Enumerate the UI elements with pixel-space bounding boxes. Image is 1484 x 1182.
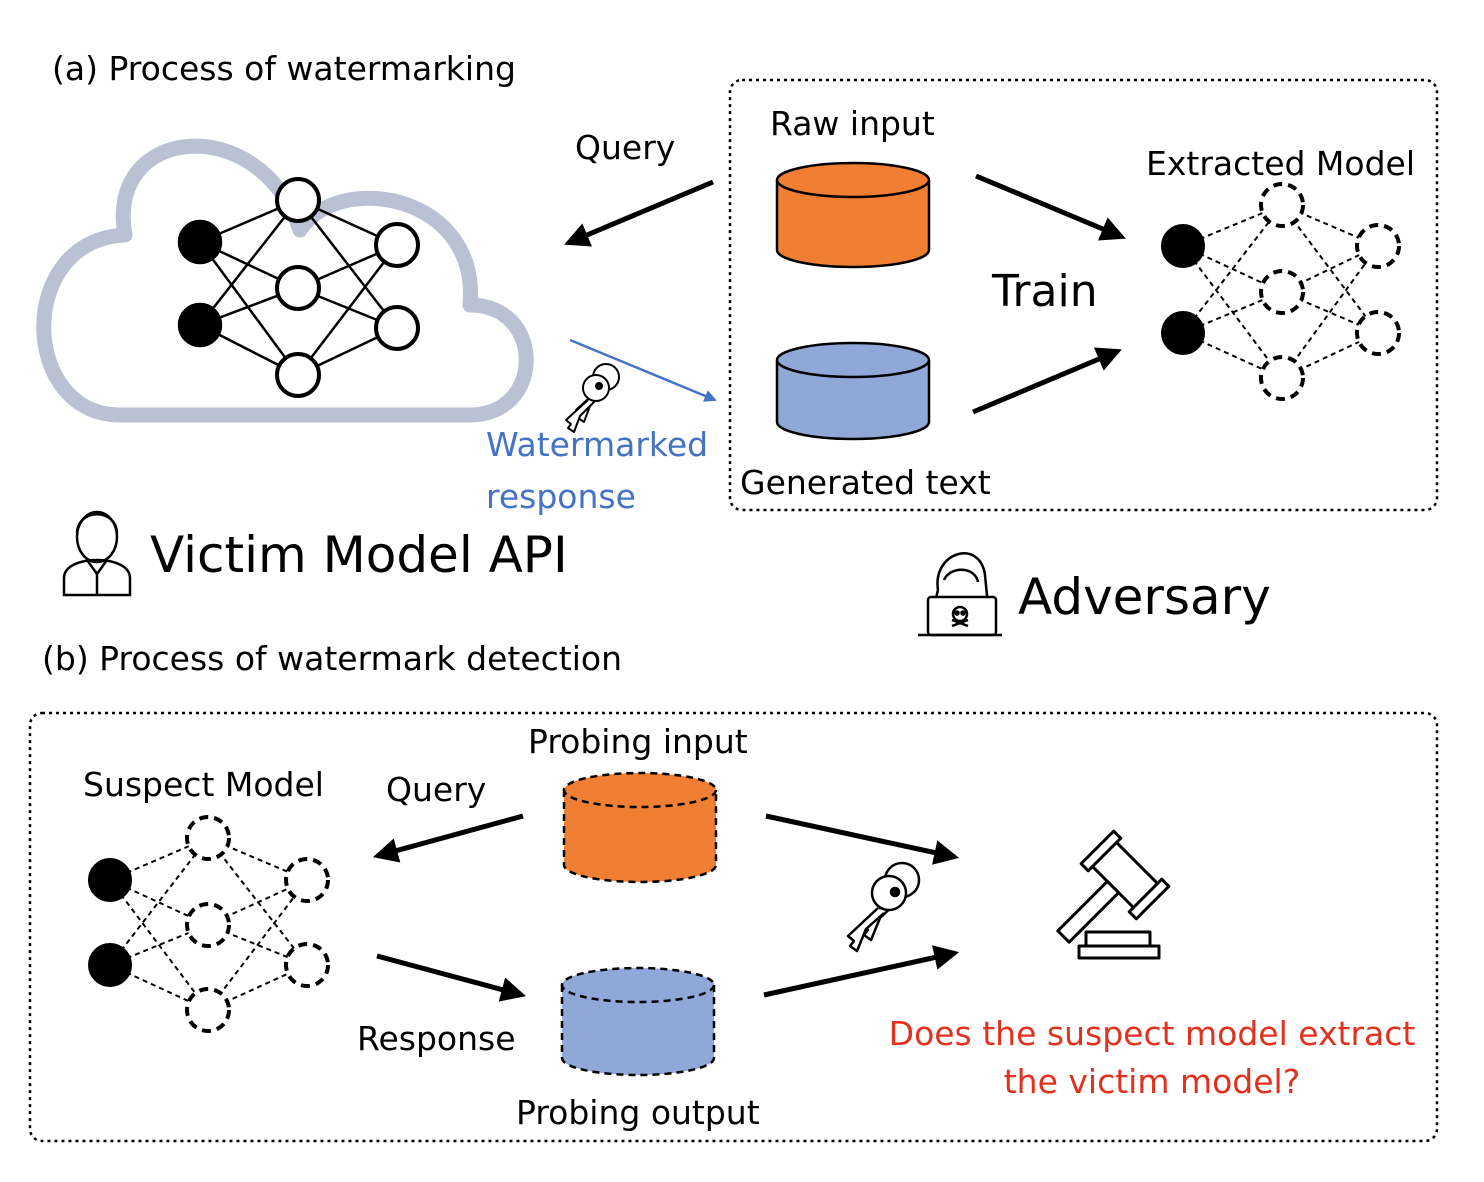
- extracted-neural-network-icon: [1161, 182, 1401, 401]
- key-icon: [846, 861, 921, 953]
- probe-response-arrow: [376, 953, 527, 1002]
- to-judge-arrow-top: [765, 813, 960, 865]
- key-icon: [565, 363, 620, 433]
- hacker-icon: [918, 552, 1002, 637]
- watermarked-response-arrow: [569, 338, 717, 402]
- adversary-label: Adversary: [1018, 568, 1271, 626]
- train-label: Train: [992, 266, 1098, 317]
- to-judge-arrow-bottom: [763, 945, 960, 998]
- probing-input-database-icon: [562, 771, 718, 884]
- probe-response-label: Response: [357, 1019, 516, 1058]
- victim-neural-network-icon: [177, 177, 420, 398]
- detection-box: [28, 711, 1439, 1143]
- section-a-title: (a) Process of watermarking: [52, 49, 516, 88]
- query-label: Query: [575, 128, 676, 167]
- train-arrow-top: [975, 173, 1126, 241]
- extracted-model-label: Extracted Model: [1146, 144, 1416, 183]
- probe-query-arrow: [372, 813, 524, 863]
- gavel-icon: [1056, 829, 1171, 960]
- verification-question: Does the suspect model extract the victi…: [862, 1010, 1442, 1106]
- question-line-1: Does the suspect model extract: [888, 1014, 1416, 1053]
- probe-query-label: Query: [386, 770, 487, 809]
- query-arrow: [564, 179, 714, 247]
- section-b-title: (b) Process of watermark detection: [42, 639, 622, 678]
- suspect-model-label: Suspect Model: [83, 765, 324, 804]
- probing-output-label: Probing output: [516, 1093, 760, 1132]
- watermarked-label-line2: response: [486, 477, 636, 516]
- generated-text-database-icon: [775, 341, 931, 441]
- victim-model-api-label: Victim Model API: [150, 526, 568, 584]
- person-icon: [62, 510, 132, 597]
- adversary-box: [728, 78, 1439, 512]
- watermarked-label-line1: Watermarked: [486, 425, 709, 464]
- suspect-neural-network-icon: [88, 815, 330, 1033]
- train-arrow-bottom: [972, 347, 1122, 415]
- probing-output-database-icon: [560, 966, 716, 1077]
- question-line-2: the victim model?: [1003, 1061, 1301, 1101]
- raw-input-database-icon: [775, 161, 931, 269]
- generated-text-label: Generated text: [740, 463, 991, 502]
- probing-input-label: Probing input: [528, 722, 748, 761]
- raw-input-label: Raw input: [770, 104, 935, 143]
